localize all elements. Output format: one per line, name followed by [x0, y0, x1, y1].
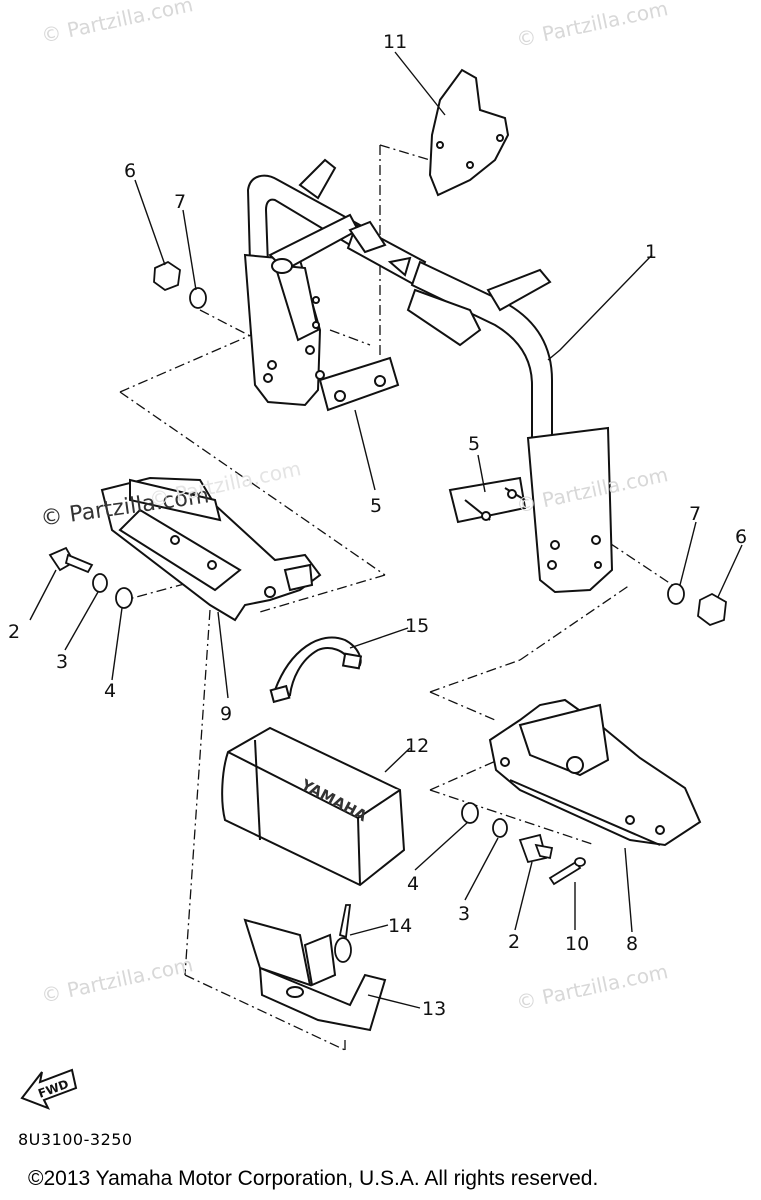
callout-2-left: 2 [8, 621, 20, 643]
nut-part-6-right [697, 592, 727, 627]
callout-9: 9 [220, 703, 232, 725]
callout-3-right: 3 [458, 903, 470, 925]
battery-part-12 [221, 726, 406, 887]
callout-labels: 11 1 6 7 5 5 2 3 4 9 15 12 7 6 4 3 2 10 … [8, 31, 747, 1020]
bolt-part-2-left [48, 546, 94, 574]
callout-10: 10 [565, 933, 589, 955]
callout-4-right: 4 [407, 873, 419, 895]
callout-13: 13 [422, 998, 446, 1020]
callout-5-left: 5 [370, 495, 382, 517]
pin-part-10 [548, 857, 586, 886]
callout-4-left: 4 [104, 680, 116, 702]
callout-15: 15 [405, 615, 429, 637]
callout-1: 1 [645, 241, 657, 263]
bracket-part-8 [488, 698, 702, 847]
callout-8: 8 [626, 933, 638, 955]
copyright-notice: ©2013 Yamaha Motor Corporation, U.S.A. A… [28, 1167, 599, 1190]
callout-3-left: 3 [56, 651, 68, 673]
callout-6-left: 6 [124, 160, 136, 182]
callout-7-right: 7 [689, 503, 701, 525]
washer-part-4-right [461, 802, 479, 824]
pin-part-14 [334, 904, 352, 963]
washer-part-3-right [492, 818, 508, 838]
bolt-part-2-right [518, 833, 554, 864]
handle-frame-part-1 [243, 158, 614, 594]
callout-7-left: 7 [174, 191, 186, 213]
callout-14: 14 [388, 915, 412, 937]
callout-6-right: 6 [735, 526, 747, 548]
bracket-part-9 [100, 476, 322, 622]
forward-arrow-icon: FWD [20, 1068, 78, 1110]
plate-part-5-left [318, 356, 400, 412]
strap-part-15 [269, 636, 363, 704]
callout-5-right: 5 [468, 433, 480, 455]
washer-part-7-left [189, 287, 207, 309]
nut-part-6-left [153, 260, 181, 292]
washer-part-7-right [667, 583, 685, 605]
washer-part-3-left [92, 573, 108, 593]
diagram-code: 8U3100-3250 [18, 1130, 133, 1149]
callout-12: 12 [405, 735, 429, 757]
bracket-part-13 [243, 918, 387, 1032]
plate-part-5-right [448, 476, 527, 524]
callout-leaders [29, 51, 743, 1009]
callout-11: 11 [383, 31, 407, 53]
washer-part-4-left [115, 587, 133, 609]
cover-part-11 [428, 68, 510, 197]
callout-2-right: 2 [508, 931, 520, 953]
